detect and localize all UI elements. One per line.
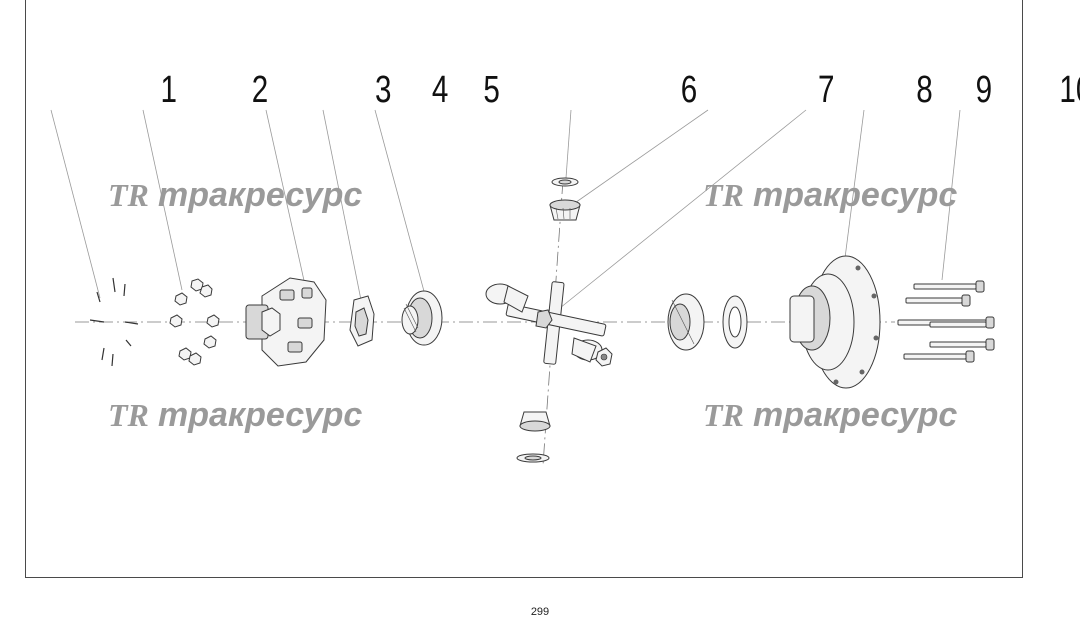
callout-8: 8 — [916, 69, 932, 111]
pinion-gear-icon — [516, 411, 551, 463]
washer-icon — [722, 295, 748, 349]
callout-9: 9 — [976, 69, 992, 111]
pinion-gear-icon — [549, 199, 581, 221]
callout-7: 7 — [818, 69, 834, 111]
watermark-logo: TR — [703, 177, 744, 213]
callout-2: 2 — [252, 69, 268, 111]
side-gear-icon — [401, 290, 443, 346]
watermark-bottom-left: TR тракресурс — [108, 396, 362, 434]
callout-10: 10 — [1059, 69, 1080, 111]
thrust-washer-icon — [551, 177, 579, 187]
differential-case-icon — [245, 277, 327, 367]
watermark-logo: TR — [703, 397, 744, 433]
watermark-text: тракресурс — [753, 396, 957, 434]
cross-spider-icon — [485, 281, 613, 367]
callout-6: 6 — [681, 69, 697, 111]
callout-1: 1 — [160, 69, 176, 111]
diagram-frame — [25, 0, 1023, 578]
washer-icon — [349, 295, 375, 347]
watermark-logo: TR — [108, 177, 149, 213]
flange-case-icon — [789, 255, 881, 389]
watermark-top-left: TR тракресурс — [108, 176, 362, 214]
page-number: 299 — [530, 606, 550, 618]
bolt-icon — [897, 280, 995, 363]
watermark-text: тракресурс — [753, 176, 957, 214]
callout-3: 3 — [375, 69, 391, 111]
watermark-top-right: TR тракресурс — [703, 176, 957, 214]
watermark-logo: TR — [108, 397, 149, 433]
watermark-text: тракресурс — [158, 396, 362, 434]
leader-lines — [50, 109, 961, 309]
nut-icon — [169, 278, 220, 366]
side-gear-icon — [667, 293, 705, 351]
watermark-text: тракресурс — [158, 176, 362, 214]
watermark-bottom-right: TR тракресурс — [703, 396, 957, 434]
callout-numbers: 1 2 3 4 5 6 7 8 9 10 — [160, 69, 1080, 111]
pin-icon — [89, 277, 139, 367]
callout-5: 5 — [483, 69, 499, 111]
callout-4: 4 — [432, 69, 448, 111]
